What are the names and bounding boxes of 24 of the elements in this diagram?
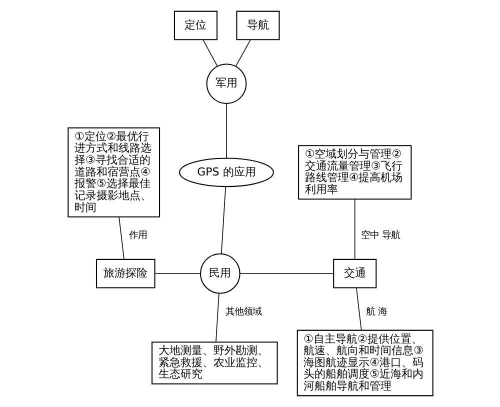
connector xyxy=(118,216,124,260)
connector xyxy=(202,39,218,67)
node-box: 旅游探险 xyxy=(96,258,155,288)
node-box: ①自主导航②提供位置、航速、航向和时间信息③海图航迹显示④港口、码头的船舶调度⑤近海和内河船舶导航和管理 xyxy=(296,330,433,396)
connector xyxy=(215,293,219,342)
connector xyxy=(356,288,362,330)
node-box: ①定位②最优行进方式和线路选择③寻找合适的道路和宿营点④报警⑤选择最佳记录摄影地点、时间 xyxy=(67,127,160,218)
node-ellipse: GPS 的应用 xyxy=(178,158,274,188)
node-circle: 民用 xyxy=(199,253,240,294)
connector xyxy=(239,273,334,274)
connector xyxy=(154,273,200,274)
node-box: 定位 xyxy=(173,10,218,40)
connector xyxy=(220,186,226,254)
node-box: 大地测量、野外勘测、紧急救援、农业监控、生态研究 xyxy=(151,342,278,384)
edge-label: 航 海 xyxy=(365,306,386,318)
edge-label: 作用 xyxy=(128,230,147,242)
node-box: ①空域划分与管理②交通流量管理③飞行路线管理④提高机场利用率 xyxy=(298,145,412,200)
node-circle: 军用 xyxy=(206,64,246,104)
node-box: 交通 xyxy=(332,258,376,288)
edge-label: 其他领域 xyxy=(224,306,261,318)
connector xyxy=(234,39,250,67)
connector xyxy=(354,198,355,260)
edge-label: 空中 导航 xyxy=(360,230,400,242)
node-box: 导航 xyxy=(236,10,280,40)
